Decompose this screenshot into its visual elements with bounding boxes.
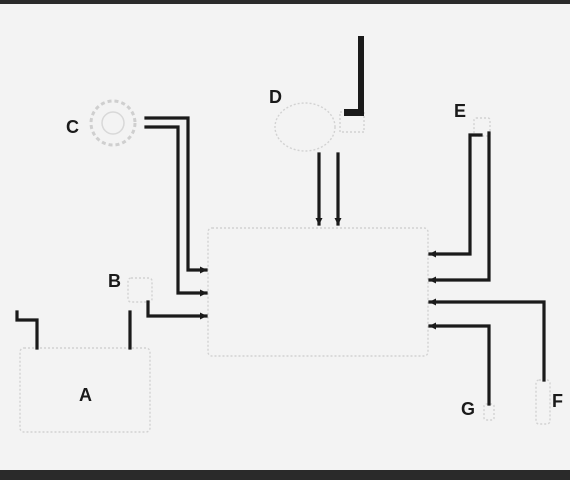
label-d: D [269,87,282,107]
sensor-housing [274,102,336,152]
label-f: F [552,391,563,411]
label-a: A [79,385,92,405]
component-d-sensor: D [269,36,365,226]
wire-b-to-unit [146,300,208,320]
component-c-distributor: C [66,99,208,297]
distributor-cap [89,99,137,147]
wire-c-1 [144,116,208,274]
component-f-sensor: F [428,298,563,425]
wire-c-2 [144,125,208,297]
wire-g [428,322,491,406]
component-b-ignition: B [108,271,208,320]
label-e: E [454,101,466,121]
ignition-switch [127,277,153,303]
component-g-ground: G [428,322,495,421]
diagram-background [0,4,570,470]
sensor-mast [344,36,364,116]
wire-e-1 [428,133,483,258]
battery-body [19,347,151,433]
distributor-center [101,111,125,135]
label-c: C [66,117,79,137]
control-unit-box [207,227,429,357]
label-g: G [461,399,475,419]
wire-e-2 [428,131,491,284]
wire-f [428,298,546,382]
component-a-battery: A [15,310,151,433]
component-e-switch: E [428,101,491,284]
label-b: B [108,271,121,291]
battery-terminal-left [15,310,39,350]
